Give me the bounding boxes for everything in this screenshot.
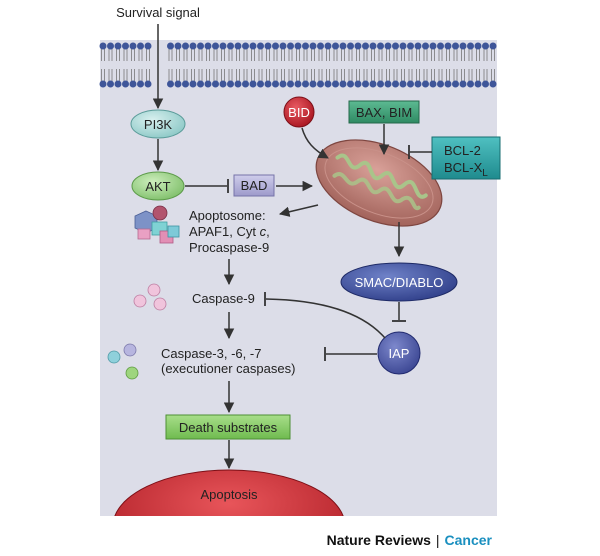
iap-label: IAP — [389, 346, 410, 361]
credit-separator: | — [435, 532, 440, 548]
journal-credit: Nature Reviews|Cancer — [327, 532, 492, 548]
death-substrates-label: Death substrates — [179, 420, 278, 435]
bcl2-label: BCL-2 — [444, 143, 481, 158]
bid-node: BID — [283, 96, 315, 128]
cell-membrane — [99, 42, 497, 88]
caspase9-label: Caspase-9 — [192, 291, 255, 306]
smac-diablo-label: SMAC/DIABLO — [355, 275, 444, 290]
apoptosis-label: Apoptosis — [200, 487, 258, 502]
survival-signal-label: Survival signal — [116, 5, 200, 20]
bid-to-mito-arrow — [301, 127, 329, 159]
executioner-caspases-line2: (executioner caspases) — [161, 361, 295, 376]
apoptosome-title: Apoptosome: — [189, 208, 266, 223]
akt-label: AKT — [145, 179, 170, 194]
apoptosome-procaspase: Procaspase-9 — [189, 240, 269, 255]
apoptosome-components: APAF1, Cyt c, — [189, 224, 270, 239]
apoptosome-icon — [134, 205, 180, 244]
bad-node: BAD — [233, 174, 275, 197]
executioner-caspases-icon — [107, 343, 139, 380]
bcl2-bclxl-node: BCL-2 BCL-XL — [431, 136, 501, 180]
bad-label: BAD — [241, 178, 268, 193]
bclxl-label: BCL-XL — [444, 160, 488, 179]
bax-bim-node: BAX, BIM — [348, 100, 420, 124]
iap-inhibits-caspase9 — [265, 298, 386, 339]
bax-bim-label: BAX, BIM — [356, 105, 412, 120]
smac-diablo-node: SMAC/DIABLO — [340, 262, 458, 302]
publisher-label: Nature Reviews — [326, 532, 431, 548]
bid-label: BID — [288, 105, 310, 120]
caspase9-icon — [133, 283, 167, 311]
journal-label: Cancer — [444, 532, 492, 548]
apoptosis-node — [114, 469, 344, 516]
mito-to-apoptosome-arrow — [278, 204, 319, 217]
akt-node: AKT — [131, 171, 185, 201]
iap-node: IAP — [377, 331, 421, 375]
executioner-caspases-line1: Caspase-3, -6, -7 — [161, 346, 261, 361]
pi3k-node: PI3K — [130, 109, 186, 139]
pi3k-label: PI3K — [144, 117, 173, 132]
death-substrates-node: Death substrates — [165, 414, 291, 440]
